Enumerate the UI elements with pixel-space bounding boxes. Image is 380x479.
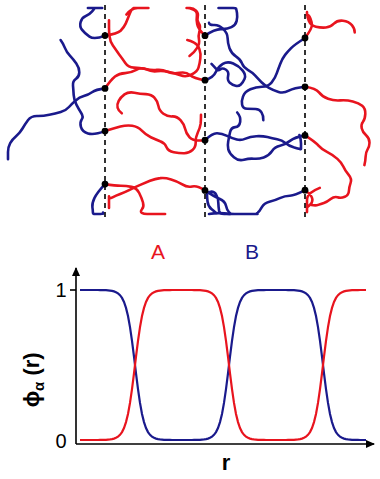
polymer-block — [305, 135, 351, 205]
polymer-block — [117, 92, 205, 140]
junction-dot — [102, 85, 109, 92]
polymer-block — [105, 40, 201, 88]
polymer-block — [187, 8, 205, 56]
polymer-block — [209, 190, 305, 214]
junction-dot — [202, 137, 209, 144]
junction-dot — [302, 35, 309, 42]
plot-axes — [70, 268, 374, 444]
tick-label: 0 — [55, 431, 66, 451]
junction-dot — [302, 83, 309, 90]
junction-dot — [202, 32, 209, 39]
tick-label: 1 — [55, 280, 66, 300]
block-label: B — [245, 241, 259, 262]
junction-dot — [202, 77, 209, 84]
polymer-block — [228, 113, 305, 161]
axis-argument: (r) — [21, 352, 43, 375]
junction-dot — [302, 132, 309, 139]
junction-dot — [102, 128, 109, 135]
polymer-block — [242, 38, 305, 120]
axis-label: r — [222, 452, 231, 474]
polymer-block — [209, 23, 305, 93]
polymer-block — [109, 178, 205, 208]
polymer-block — [109, 20, 205, 80]
profile-curve-b — [80, 290, 366, 440]
polymer-block — [305, 12, 355, 38]
polymer-block — [105, 8, 148, 36]
polymer-block — [80, 8, 105, 38]
polymer-chains — [8, 8, 370, 214]
polymer-block — [205, 62, 245, 86]
junction-dot — [302, 187, 309, 194]
polymer-block — [305, 87, 370, 165]
polymer-block — [205, 190, 230, 214]
interface-lines — [105, 5, 305, 218]
polymer-block — [205, 133, 301, 149]
axis-subscript: α — [31, 381, 46, 390]
axis-symbol: ϕ — [21, 391, 43, 408]
junction-dot — [202, 187, 209, 194]
polymer-block — [92, 184, 105, 214]
junction-dot — [102, 32, 109, 39]
junction-dots — [102, 32, 309, 194]
profile-curve-a — [80, 290, 366, 440]
block-label: A — [151, 241, 165, 262]
polymer-block — [61, 40, 105, 134]
polymer-block — [8, 88, 105, 159]
junction-dot — [102, 181, 109, 188]
